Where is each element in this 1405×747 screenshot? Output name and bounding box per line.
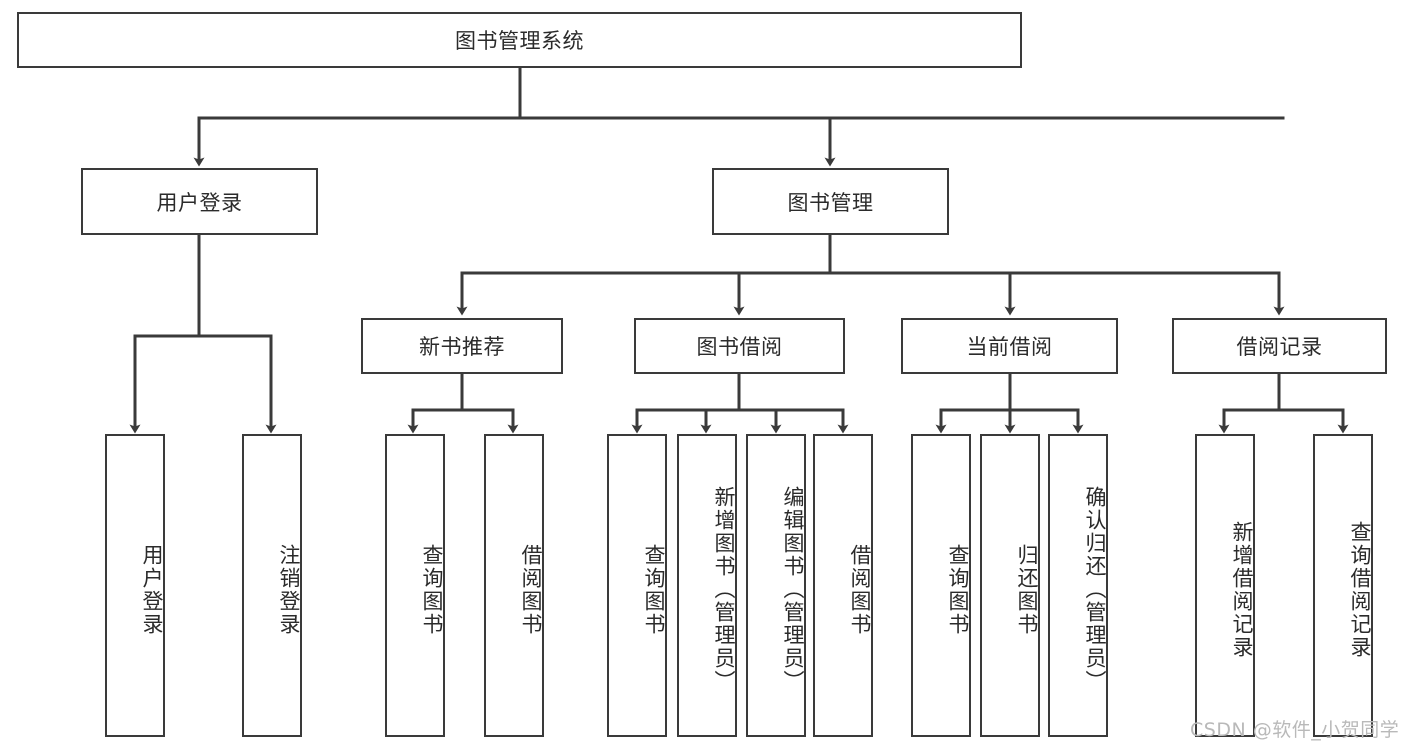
leaf-logout[interactable]: 注销登录 — [242, 434, 302, 737]
node-label: 当前借阅 — [966, 335, 1053, 359]
node-label: 查询图书 — [642, 543, 666, 636]
node-label: 图书管理 — [787, 190, 874, 215]
node-borrow-record[interactable]: 借阅记录 — [1172, 318, 1387, 374]
node-book-borrow[interactable]: 图书借阅 — [634, 318, 845, 374]
leaf-query-borrow-record[interactable]: 查询借阅记录 — [1313, 434, 1373, 737]
leaf-add-book-admin[interactable]: 新增图书（管理员） — [677, 434, 737, 737]
node-label: 借阅记录 — [1236, 335, 1323, 359]
leaf-add-borrow-record[interactable]: 新增借阅记录 — [1195, 434, 1255, 737]
node-label: 确认归还（管理员） — [1083, 486, 1107, 693]
node-label: 新书推荐 — [419, 335, 505, 359]
node-label: 编辑图书（管理员） — [781, 486, 805, 693]
leaf-borrow-book-recommend[interactable]: 借阅图书 — [484, 434, 544, 737]
leaf-confirm-return-admin[interactable]: 确认归还（管理员） — [1048, 434, 1108, 737]
leaf-edit-book-admin[interactable]: 编辑图书（管理员） — [746, 434, 806, 737]
node-label: 图书管理系统 — [455, 29, 584, 53]
node-label: 借阅图书 — [519, 543, 543, 636]
node-label: 查询图书 — [420, 543, 444, 636]
node-label: 用户登录 — [156, 190, 243, 215]
node-label: 归还图书 — [1015, 543, 1039, 636]
leaf-user-login[interactable]: 用户登录 — [105, 434, 165, 737]
node-new-book-recommend[interactable]: 新书推荐 — [361, 318, 563, 374]
node-label: 新增借阅记录 — [1230, 520, 1254, 659]
node-label: 查询借阅记录 — [1348, 520, 1372, 659]
leaf-query-book-current[interactable]: 查询图书 — [911, 434, 971, 737]
csdn-watermark: CSDN @软件_小贺同学 — [1190, 719, 1400, 741]
leaf-query-book-recommend[interactable]: 查询图书 — [385, 434, 445, 737]
node-current-borrow[interactable]: 当前借阅 — [901, 318, 1118, 374]
leaf-return-book[interactable]: 归还图书 — [980, 434, 1040, 737]
node-label: 查询图书 — [946, 543, 970, 636]
node-label: 借阅图书 — [848, 543, 872, 636]
node-label: 图书借阅 — [696, 335, 783, 359]
leaf-borrow-book[interactable]: 借阅图书 — [813, 434, 873, 737]
node-label: 注销登录 — [277, 543, 301, 636]
node-root-book-management-system[interactable]: 图书管理系统 — [17, 12, 1022, 68]
node-label: 新增图书（管理员） — [712, 486, 736, 693]
node-book-management[interactable]: 图书管理 — [712, 168, 949, 235]
node-user-login[interactable]: 用户登录 — [81, 168, 318, 235]
node-label: 用户登录 — [140, 543, 164, 636]
leaf-query-book-borrow[interactable]: 查询图书 — [607, 434, 667, 737]
